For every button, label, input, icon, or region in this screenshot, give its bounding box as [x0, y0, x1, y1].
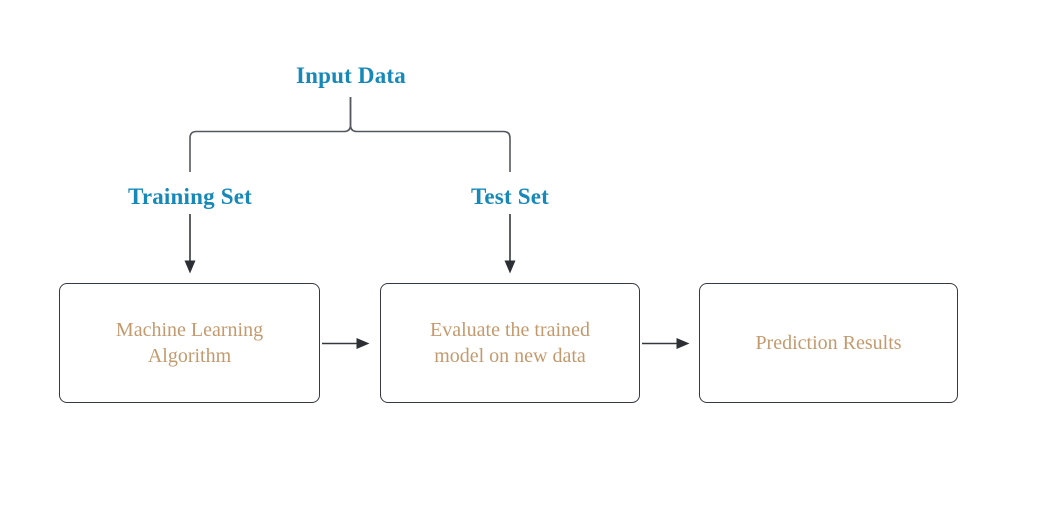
node-label: Evaluate the trained model on new data — [430, 319, 590, 367]
label-input-data: Input Data — [295, 63, 406, 88]
node-machine-learning-algorithm: Machine Learning Algorithm — [59, 283, 320, 403]
branch-bracket-connector — [189, 97, 511, 172]
node-prediction-results: Prediction Results — [699, 283, 958, 403]
bracket-right-branch — [349, 97, 511, 172]
node-evaluate-trained-model: Evaluate the trained model on new data — [380, 283, 640, 403]
bracket-left-branch — [189, 97, 352, 172]
node-label: Machine Learning Algorithm — [115, 319, 264, 367]
label-test-set: Test Set — [470, 184, 550, 209]
node-label: Prediction Results — [755, 332, 902, 354]
label-training-set: Training Set — [127, 184, 252, 209]
